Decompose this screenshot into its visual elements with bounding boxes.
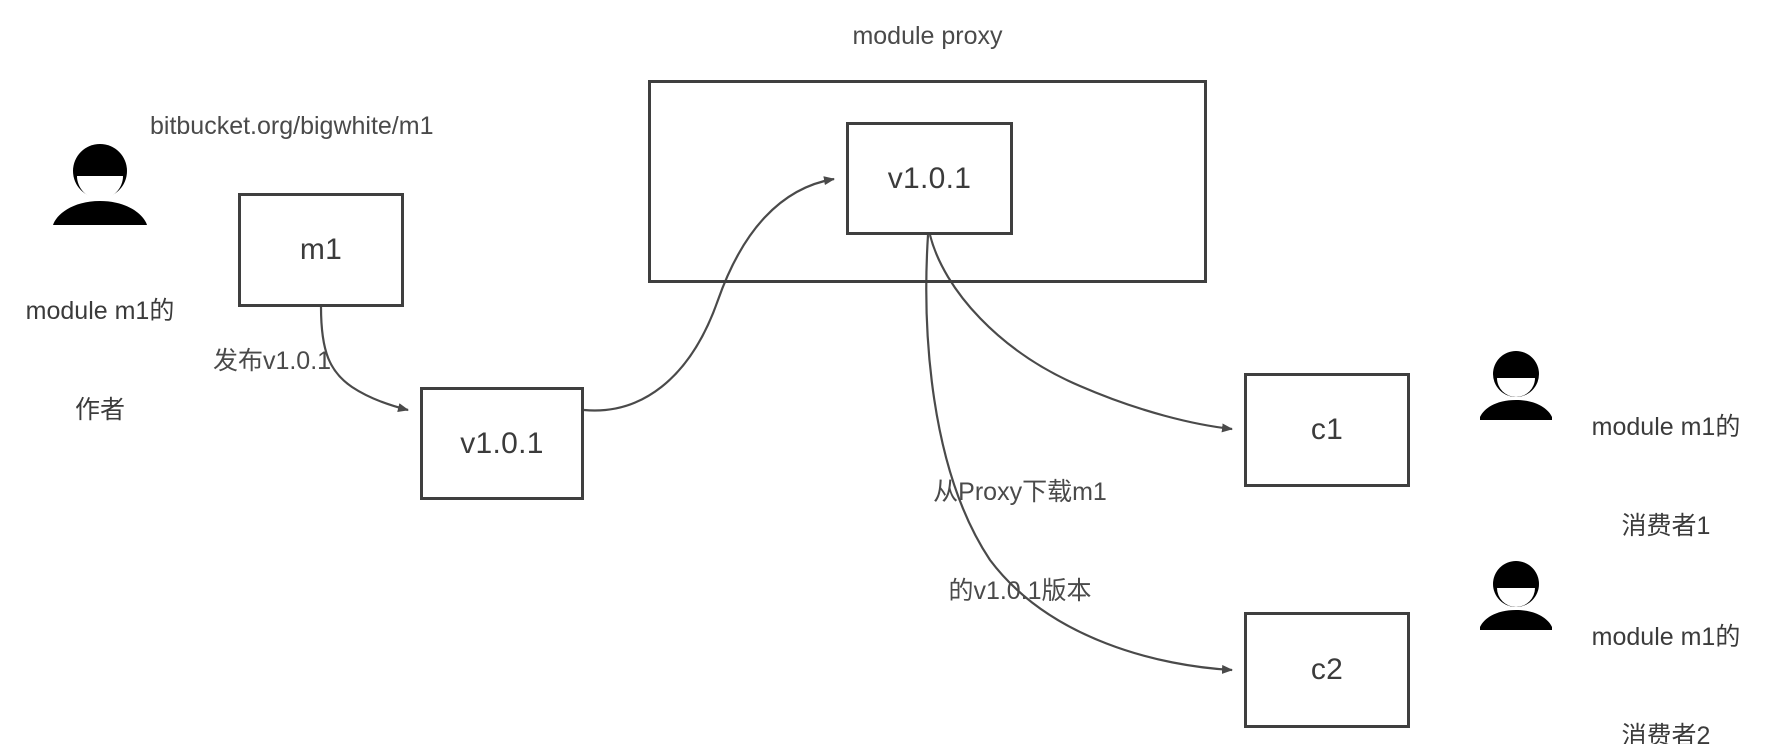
actor-consumer1-line1: module m1的 [1591,413,1741,441]
node-published-version[interactable]: v1.0.1 [420,387,584,500]
edge-label-download: 从Proxy下载m1 的v1.0.1版本 [895,410,1145,674]
module-proxy-container [648,80,1207,283]
actor-consumer2-caption: module m1的 消费者2 [1562,555,1770,744]
person-icon [1480,561,1552,630]
actor-consumer1: module m1的 消费者1 [1480,345,1770,540]
actor-author-caption: module m1的 作者 [20,229,180,493]
actor-consumer2-line1: module m1的 [1591,623,1741,651]
actor-consumer1-line2: 消费者1 [1621,512,1711,540]
actor-consumer2-line2: 消费者2 [1621,722,1711,744]
node-proxy-version[interactable]: v1.0.1 [846,122,1013,235]
module-proxy-title: module proxy [852,22,1003,50]
node-m1[interactable]: m1 [238,193,404,307]
node-consumer1[interactable]: c1 [1244,373,1410,487]
actor-author: module m1的 作者 [20,143,180,424]
actor-author-line1: module m1的 [25,297,175,325]
repo-path-label: bitbucket.org/bigwhite/m1 [150,112,434,140]
node-consumer2[interactable]: c2 [1244,612,1410,728]
edge-label-publish: 发布v1.0.1 [212,347,332,375]
person-icon [53,144,147,225]
edge-label-download-line1: 从Proxy下载m1 [933,478,1107,506]
actor-consumer1-caption: module m1的 消费者1 [1562,345,1770,609]
actor-author-line2: 作者 [74,396,125,424]
edge-label-download-line2: 的v1.0.1版本 [948,577,1092,605]
person-icon [1480,351,1552,420]
actor-consumer2: module m1的 消费者2 [1480,555,1770,744]
